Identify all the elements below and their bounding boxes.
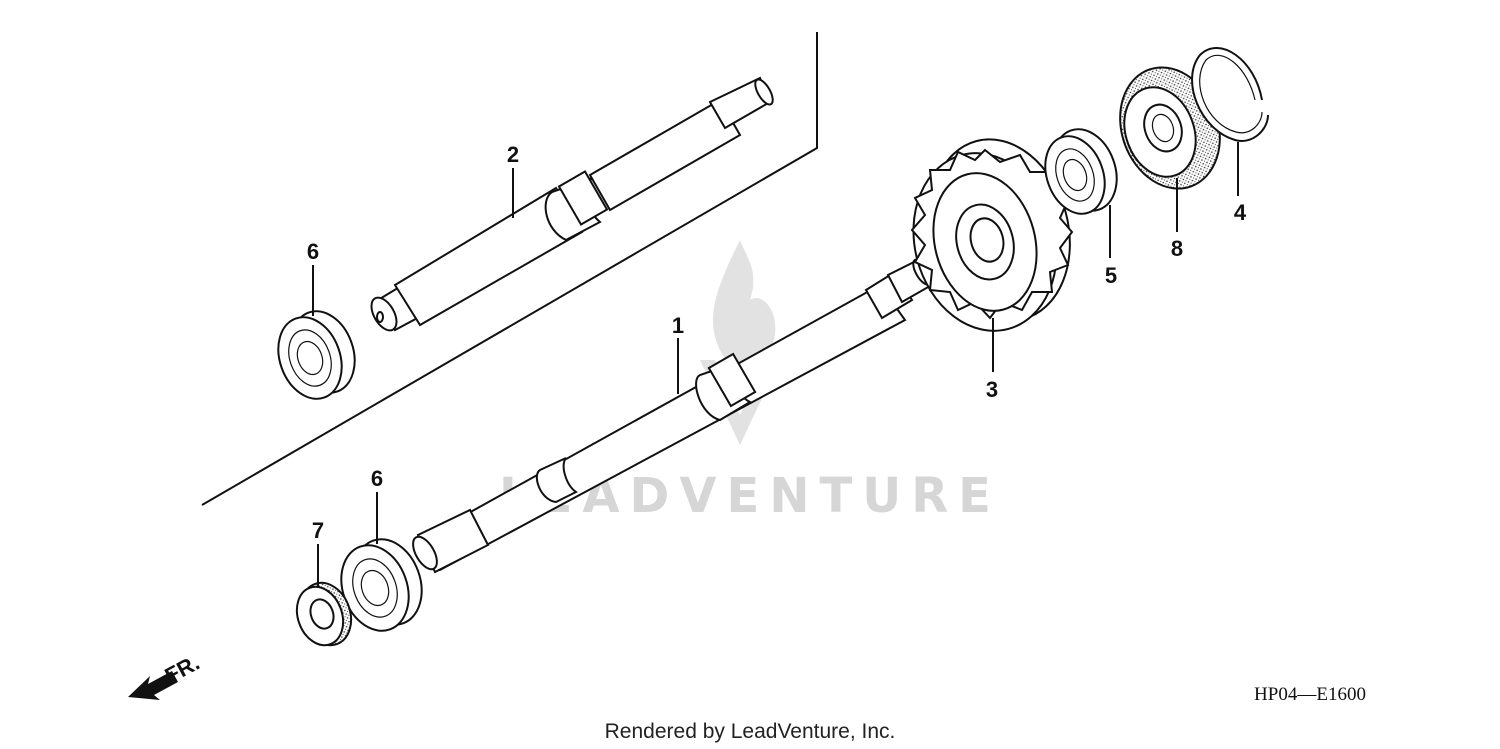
watermark-flame-icon: [712, 240, 776, 367]
leader-lines: [312, 142, 1239, 588]
part-4-snap-ring[interactable]: [1191, 47, 1269, 142]
part-6-bearing-upper[interactable]: [267, 302, 365, 407]
callout-7[interactable]: 7: [312, 518, 324, 543]
section-divider: [201, 32, 818, 506]
front-direction-indicator: FR.: [128, 650, 204, 700]
callouts: 1 2 3 4 5 6 6 7 8: [307, 142, 1247, 543]
footer-credit: Rendered by LeadVenture, Inc.: [605, 720, 896, 743]
callout-8[interactable]: 8: [1171, 236, 1183, 261]
diagram-code: HP04—E1600: [1254, 684, 1366, 705]
front-arrow-icon: [128, 671, 178, 700]
part-7-seal[interactable]: [289, 576, 359, 653]
callout-2[interactable]: 2: [507, 142, 519, 167]
part-5-bearing[interactable]: [1035, 120, 1128, 222]
callout-3[interactable]: 3: [986, 377, 998, 402]
callout-5[interactable]: 5: [1105, 263, 1117, 288]
part-1-shaft[interactable]: [408, 257, 934, 574]
part-2-shaft[interactable]: [366, 76, 776, 335]
callout-1[interactable]: 1: [672, 313, 684, 338]
callout-6-upper[interactable]: 6: [307, 239, 319, 264]
callout-4[interactable]: 4: [1234, 200, 1247, 225]
part-3-gear[interactable]: [894, 124, 1089, 348]
callout-6-lower[interactable]: 6: [371, 466, 383, 491]
